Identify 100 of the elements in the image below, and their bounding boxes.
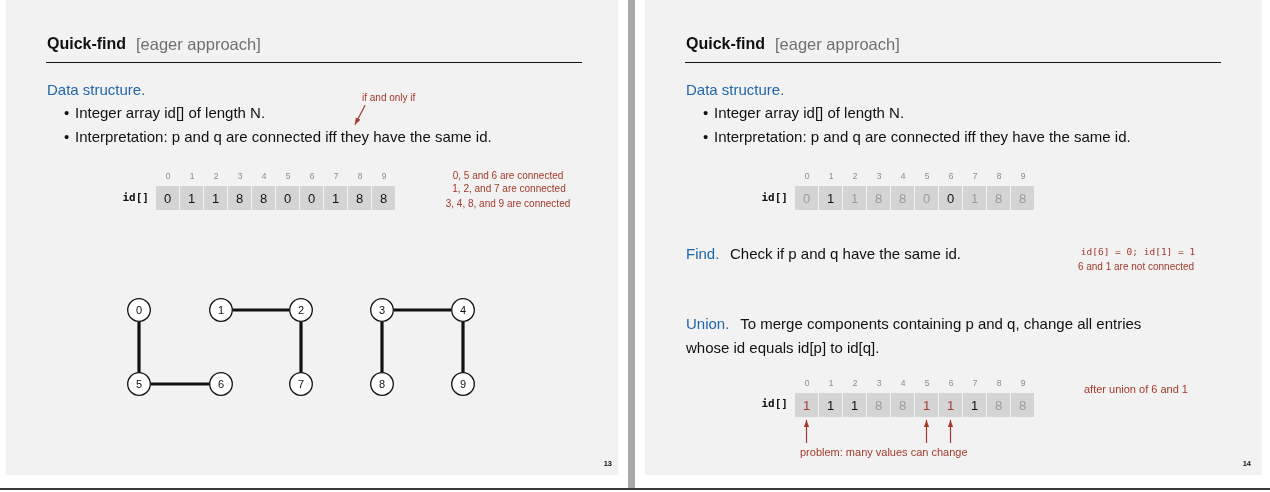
array-name: id[] bbox=[122, 191, 149, 205]
graph-edge bbox=[380, 322, 384, 372]
array-cell bbox=[843, 186, 866, 210]
slide-title: Quick-find bbox=[47, 34, 127, 54]
array-index: 5 bbox=[924, 170, 930, 182]
cell-value: 8 bbox=[259, 191, 268, 205]
array-index: 4 bbox=[900, 170, 906, 182]
cell-value: 8 bbox=[1018, 398, 1027, 412]
section-heading: Data structure. bbox=[686, 79, 785, 99]
annotation-text: 0, 5 and 6 are connected bbox=[452, 168, 564, 182]
array-index: 8 bbox=[996, 377, 1002, 389]
graph-vertex bbox=[289, 298, 313, 322]
array-cell bbox=[891, 186, 914, 210]
vertex-number: 5 bbox=[135, 378, 143, 390]
array-index: 7 bbox=[333, 170, 339, 182]
array-index: 8 bbox=[357, 170, 363, 182]
array-index: 7 bbox=[972, 170, 978, 182]
vertex-number: 3 bbox=[378, 304, 386, 316]
cell-value: 1 bbox=[970, 191, 979, 205]
array-cell bbox=[987, 186, 1010, 210]
body-text: Union. To merge components containing p and q, change all entries whose id equals id[p] to id[q]. bbox=[686, 314, 1143, 358]
array-cell bbox=[963, 186, 986, 210]
array-index: 4 bbox=[900, 377, 906, 389]
graph-vertex bbox=[289, 372, 313, 396]
array-cell bbox=[348, 186, 371, 210]
array-index: 9 bbox=[381, 170, 387, 182]
array-cell bbox=[252, 186, 275, 210]
cell-value: 8 bbox=[994, 398, 1003, 412]
array-cell bbox=[939, 186, 962, 210]
section-heading: Data structure. bbox=[47, 79, 146, 99]
body-text: Check if p and q have the same id. bbox=[730, 243, 961, 263]
array-cell bbox=[204, 186, 227, 210]
array-cell bbox=[915, 186, 938, 210]
arrow bbox=[803, 419, 810, 444]
graph-edge bbox=[151, 382, 209, 386]
array-index: 3 bbox=[237, 170, 243, 182]
cell-value: 0 bbox=[307, 191, 316, 205]
cell-value: 0 bbox=[163, 191, 172, 205]
array-cell bbox=[795, 186, 818, 210]
array-index: 5 bbox=[285, 170, 291, 182]
graph-vertex bbox=[127, 298, 151, 322]
cell-value: 8 bbox=[898, 398, 907, 412]
body-text: Integer array id[] of length N. bbox=[75, 102, 266, 122]
array-index: 5 bbox=[924, 377, 930, 389]
body-text: Integer array id[] of length N. bbox=[714, 102, 905, 122]
graph-vertex bbox=[209, 298, 233, 322]
cell-value: 1 bbox=[850, 398, 859, 412]
cell-value: 8 bbox=[379, 191, 388, 205]
vertex-number: 7 bbox=[297, 378, 305, 390]
array-cell bbox=[324, 186, 347, 210]
body-text: Interpretation: p and q are connected iff they have the same id. bbox=[75, 126, 492, 146]
array-cell bbox=[276, 186, 299, 210]
cell-value: 1 bbox=[922, 398, 931, 412]
graph-edge bbox=[299, 322, 303, 372]
slide-title: Quick-find bbox=[686, 34, 766, 54]
cell-value: 8 bbox=[355, 191, 364, 205]
array-cell bbox=[867, 186, 890, 210]
cell-value: 1 bbox=[946, 398, 955, 412]
vertex-number: 8 bbox=[378, 378, 386, 390]
vertex-number: 6 bbox=[217, 378, 225, 390]
vertex-number: 0 bbox=[135, 304, 143, 316]
array-index: 3 bbox=[876, 377, 882, 389]
section-heading: Find. bbox=[686, 243, 720, 263]
array-cell bbox=[228, 186, 251, 210]
graph-vertex bbox=[451, 372, 475, 396]
list-bullet: • bbox=[64, 102, 70, 122]
graph-vertex bbox=[451, 298, 475, 322]
cell-value: 1 bbox=[802, 398, 811, 412]
cell-value: 0 bbox=[283, 191, 292, 205]
slide-subtitle: [eager approach] bbox=[136, 33, 261, 55]
vertex-number: 9 bbox=[459, 378, 467, 390]
array-cell bbox=[819, 186, 842, 210]
cell-value: 1 bbox=[331, 191, 340, 205]
array-index: 4 bbox=[261, 170, 267, 182]
array-name: id[] bbox=[761, 191, 788, 205]
graph-edge bbox=[461, 322, 465, 372]
cell-value: 0 bbox=[946, 191, 955, 205]
array-name: id[] bbox=[761, 397, 788, 411]
graph-vertex bbox=[209, 372, 233, 396]
array-index: 9 bbox=[1020, 377, 1026, 389]
cell-value: 8 bbox=[1018, 191, 1027, 205]
arrow bbox=[947, 419, 954, 444]
list-bullet: • bbox=[703, 126, 709, 146]
array-cell bbox=[843, 393, 866, 417]
array-cell bbox=[1011, 393, 1034, 417]
list-bullet: • bbox=[703, 102, 709, 122]
array-cell bbox=[180, 186, 203, 210]
cell-value: 1 bbox=[826, 191, 835, 205]
array-cell bbox=[987, 393, 1010, 417]
arrow bbox=[354, 104, 366, 126]
array-cell bbox=[1011, 186, 1034, 210]
list-bullet: • bbox=[64, 126, 70, 146]
slide-subtitle: [eager approach] bbox=[775, 33, 900, 55]
vertex-number: 2 bbox=[297, 304, 305, 316]
cell-value: 8 bbox=[235, 191, 244, 205]
array-index: 9 bbox=[1020, 170, 1026, 182]
array-index: 7 bbox=[972, 377, 978, 389]
cell-value: 1 bbox=[187, 191, 196, 205]
annotation-text: 6 and 1 are not connected bbox=[1077, 259, 1195, 273]
array-index: 6 bbox=[309, 170, 315, 182]
